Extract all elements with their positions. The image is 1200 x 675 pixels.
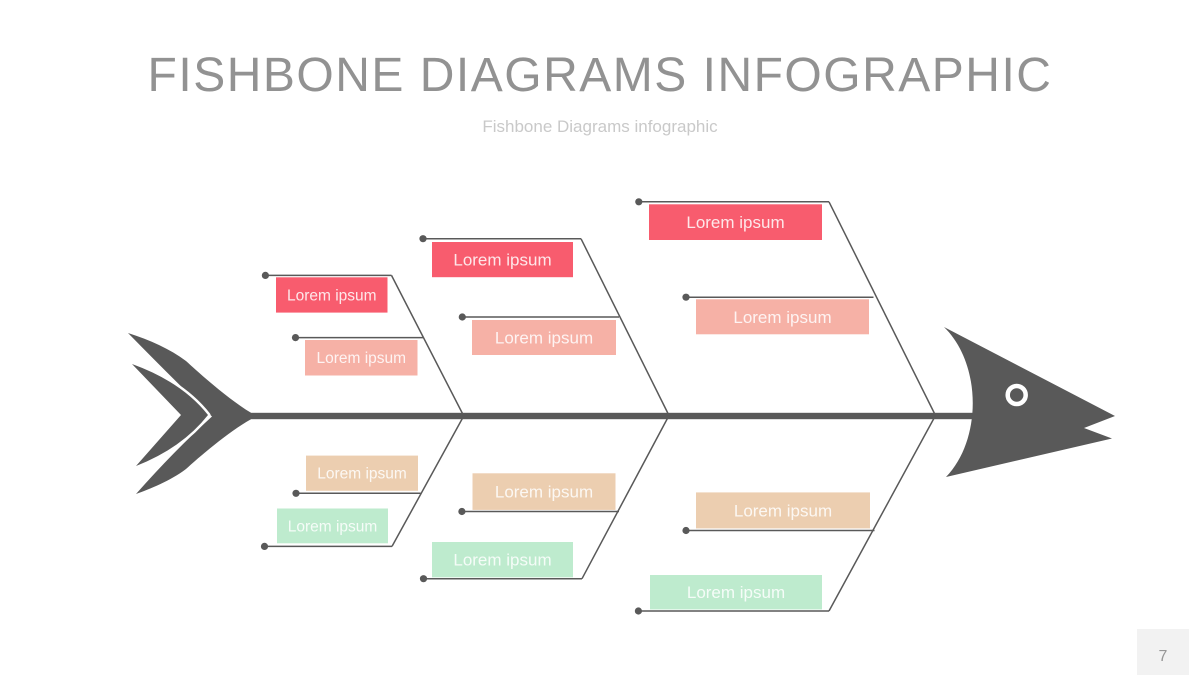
svg-text:Lorem ipsum: Lorem ipsum	[733, 308, 831, 327]
svg-text:Lorem ipsum: Lorem ipsum	[287, 287, 377, 304]
svg-text:Lorem ipsum: Lorem ipsum	[686, 213, 784, 232]
svg-text:Fishbone Diagrams infographic: Fishbone Diagrams infographic	[482, 117, 718, 136]
svg-text:Lorem ipsum: Lorem ipsum	[453, 551, 551, 570]
svg-text:Lorem ipsum: Lorem ipsum	[687, 583, 785, 602]
svg-text:Lorem ipsum: Lorem ipsum	[495, 329, 593, 348]
svg-text:7: 7	[1159, 648, 1168, 665]
svg-text:Lorem ipsum: Lorem ipsum	[317, 466, 407, 483]
svg-text:Lorem ipsum: Lorem ipsum	[288, 518, 378, 535]
svg-text:Lorem ipsum: Lorem ipsum	[495, 483, 593, 502]
svg-text:Lorem ipsum: Lorem ipsum	[317, 350, 407, 367]
svg-text:FISHBONE DIAGRAMS INFOGRAPHIC: FISHBONE DIAGRAMS INFOGRAPHIC	[148, 49, 1053, 102]
svg-text:Lorem ipsum: Lorem ipsum	[734, 501, 832, 520]
svg-text:Lorem ipsum: Lorem ipsum	[453, 251, 551, 270]
